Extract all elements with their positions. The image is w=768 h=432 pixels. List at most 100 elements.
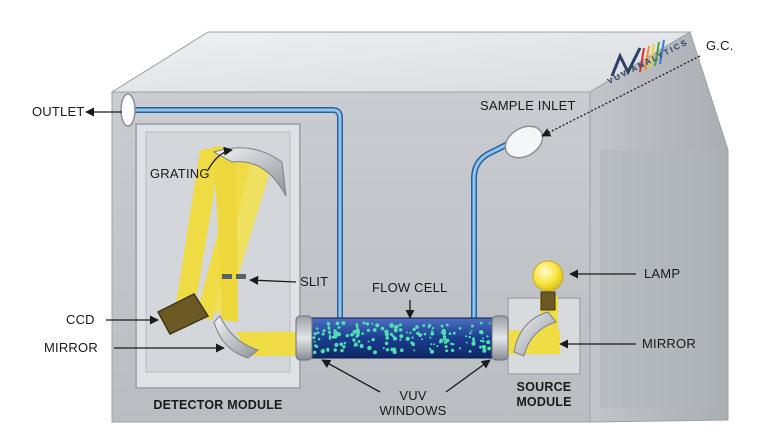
sample-inlet-label: SAMPLE INLET	[480, 98, 576, 113]
right-mirror	[513, 311, 557, 357]
particle	[320, 349, 325, 354]
particle	[343, 341, 347, 345]
particle	[486, 335, 489, 338]
particle	[392, 336, 398, 341]
slit-label: SLIT	[300, 274, 329, 289]
vuv-window-left	[295, 315, 313, 361]
particle	[399, 334, 404, 338]
particle	[337, 326, 341, 329]
particle	[328, 328, 331, 331]
particle	[409, 331, 412, 334]
particle	[334, 342, 339, 347]
particle	[400, 348, 404, 352]
particle	[398, 323, 402, 327]
particle	[332, 331, 335, 334]
particle	[352, 330, 356, 334]
particle	[433, 343, 435, 346]
sample-particles	[312, 321, 491, 355]
particle	[389, 323, 394, 328]
particle	[327, 323, 330, 327]
particle	[488, 322, 491, 325]
particle	[470, 324, 474, 328]
particle	[367, 345, 372, 351]
particle	[481, 337, 484, 340]
particle	[472, 337, 475, 341]
particle	[356, 333, 360, 337]
particle	[321, 332, 325, 336]
vuv-logo-icon	[610, 39, 665, 77]
particle	[427, 325, 431, 329]
particle	[354, 342, 358, 347]
particle	[431, 326, 435, 330]
gc-label: G.C.	[706, 38, 734, 53]
particle	[468, 335, 471, 339]
particle	[452, 331, 456, 335]
particle	[469, 332, 472, 335]
flow-cell-label: FLOW CELL	[372, 280, 448, 295]
particle	[445, 338, 450, 343]
particle	[439, 338, 444, 343]
lamp-label: LAMP	[644, 266, 681, 281]
particle	[398, 328, 403, 332]
fluid-tubes	[125, 107, 523, 321]
particle	[382, 347, 385, 350]
particle	[312, 350, 317, 355]
particle	[355, 323, 359, 326]
particle	[399, 338, 402, 341]
particle	[464, 335, 468, 338]
source-module-line1: SOURCE	[516, 380, 572, 394]
particle	[341, 321, 346, 326]
particle	[441, 330, 447, 336]
particle	[479, 339, 483, 342]
particle	[412, 327, 416, 332]
particle	[329, 336, 332, 339]
particle	[422, 324, 426, 328]
particle	[355, 330, 360, 335]
particle	[481, 344, 487, 350]
particle	[429, 336, 432, 339]
particle	[487, 346, 491, 351]
particle	[430, 331, 435, 336]
left-mirror	[213, 315, 260, 359]
particle	[345, 333, 349, 338]
particle	[481, 339, 485, 343]
housing-top	[110, 31, 692, 93]
particle	[416, 331, 420, 336]
particle	[384, 341, 389, 346]
particle	[444, 344, 448, 349]
source-module-line2: MODULE	[516, 395, 572, 409]
outlet-port	[120, 93, 136, 127]
particle	[450, 342, 453, 345]
detector-module-label: DETECTOR MODULE	[153, 398, 283, 412]
particle	[413, 349, 416, 352]
particle	[335, 331, 339, 335]
particle	[393, 326, 397, 330]
particle	[315, 345, 319, 349]
particle	[385, 348, 390, 352]
particle	[359, 343, 364, 349]
particle	[411, 342, 416, 347]
ccd	[156, 293, 210, 335]
particle	[479, 345, 482, 349]
particle	[313, 332, 317, 336]
particle	[333, 348, 337, 352]
particle	[445, 349, 449, 353]
particle	[322, 329, 326, 333]
particle	[390, 347, 394, 352]
particle	[415, 325, 419, 329]
particle	[385, 336, 390, 340]
particle	[313, 340, 316, 343]
particle	[350, 333, 354, 337]
particle	[450, 348, 455, 353]
particle	[380, 326, 385, 331]
particle	[411, 336, 414, 339]
particle	[459, 347, 462, 350]
particle	[458, 327, 462, 330]
particle	[465, 341, 468, 344]
particle	[483, 348, 486, 351]
vuv-window-right	[491, 315, 509, 361]
particle	[352, 333, 355, 336]
particle	[317, 337, 321, 341]
